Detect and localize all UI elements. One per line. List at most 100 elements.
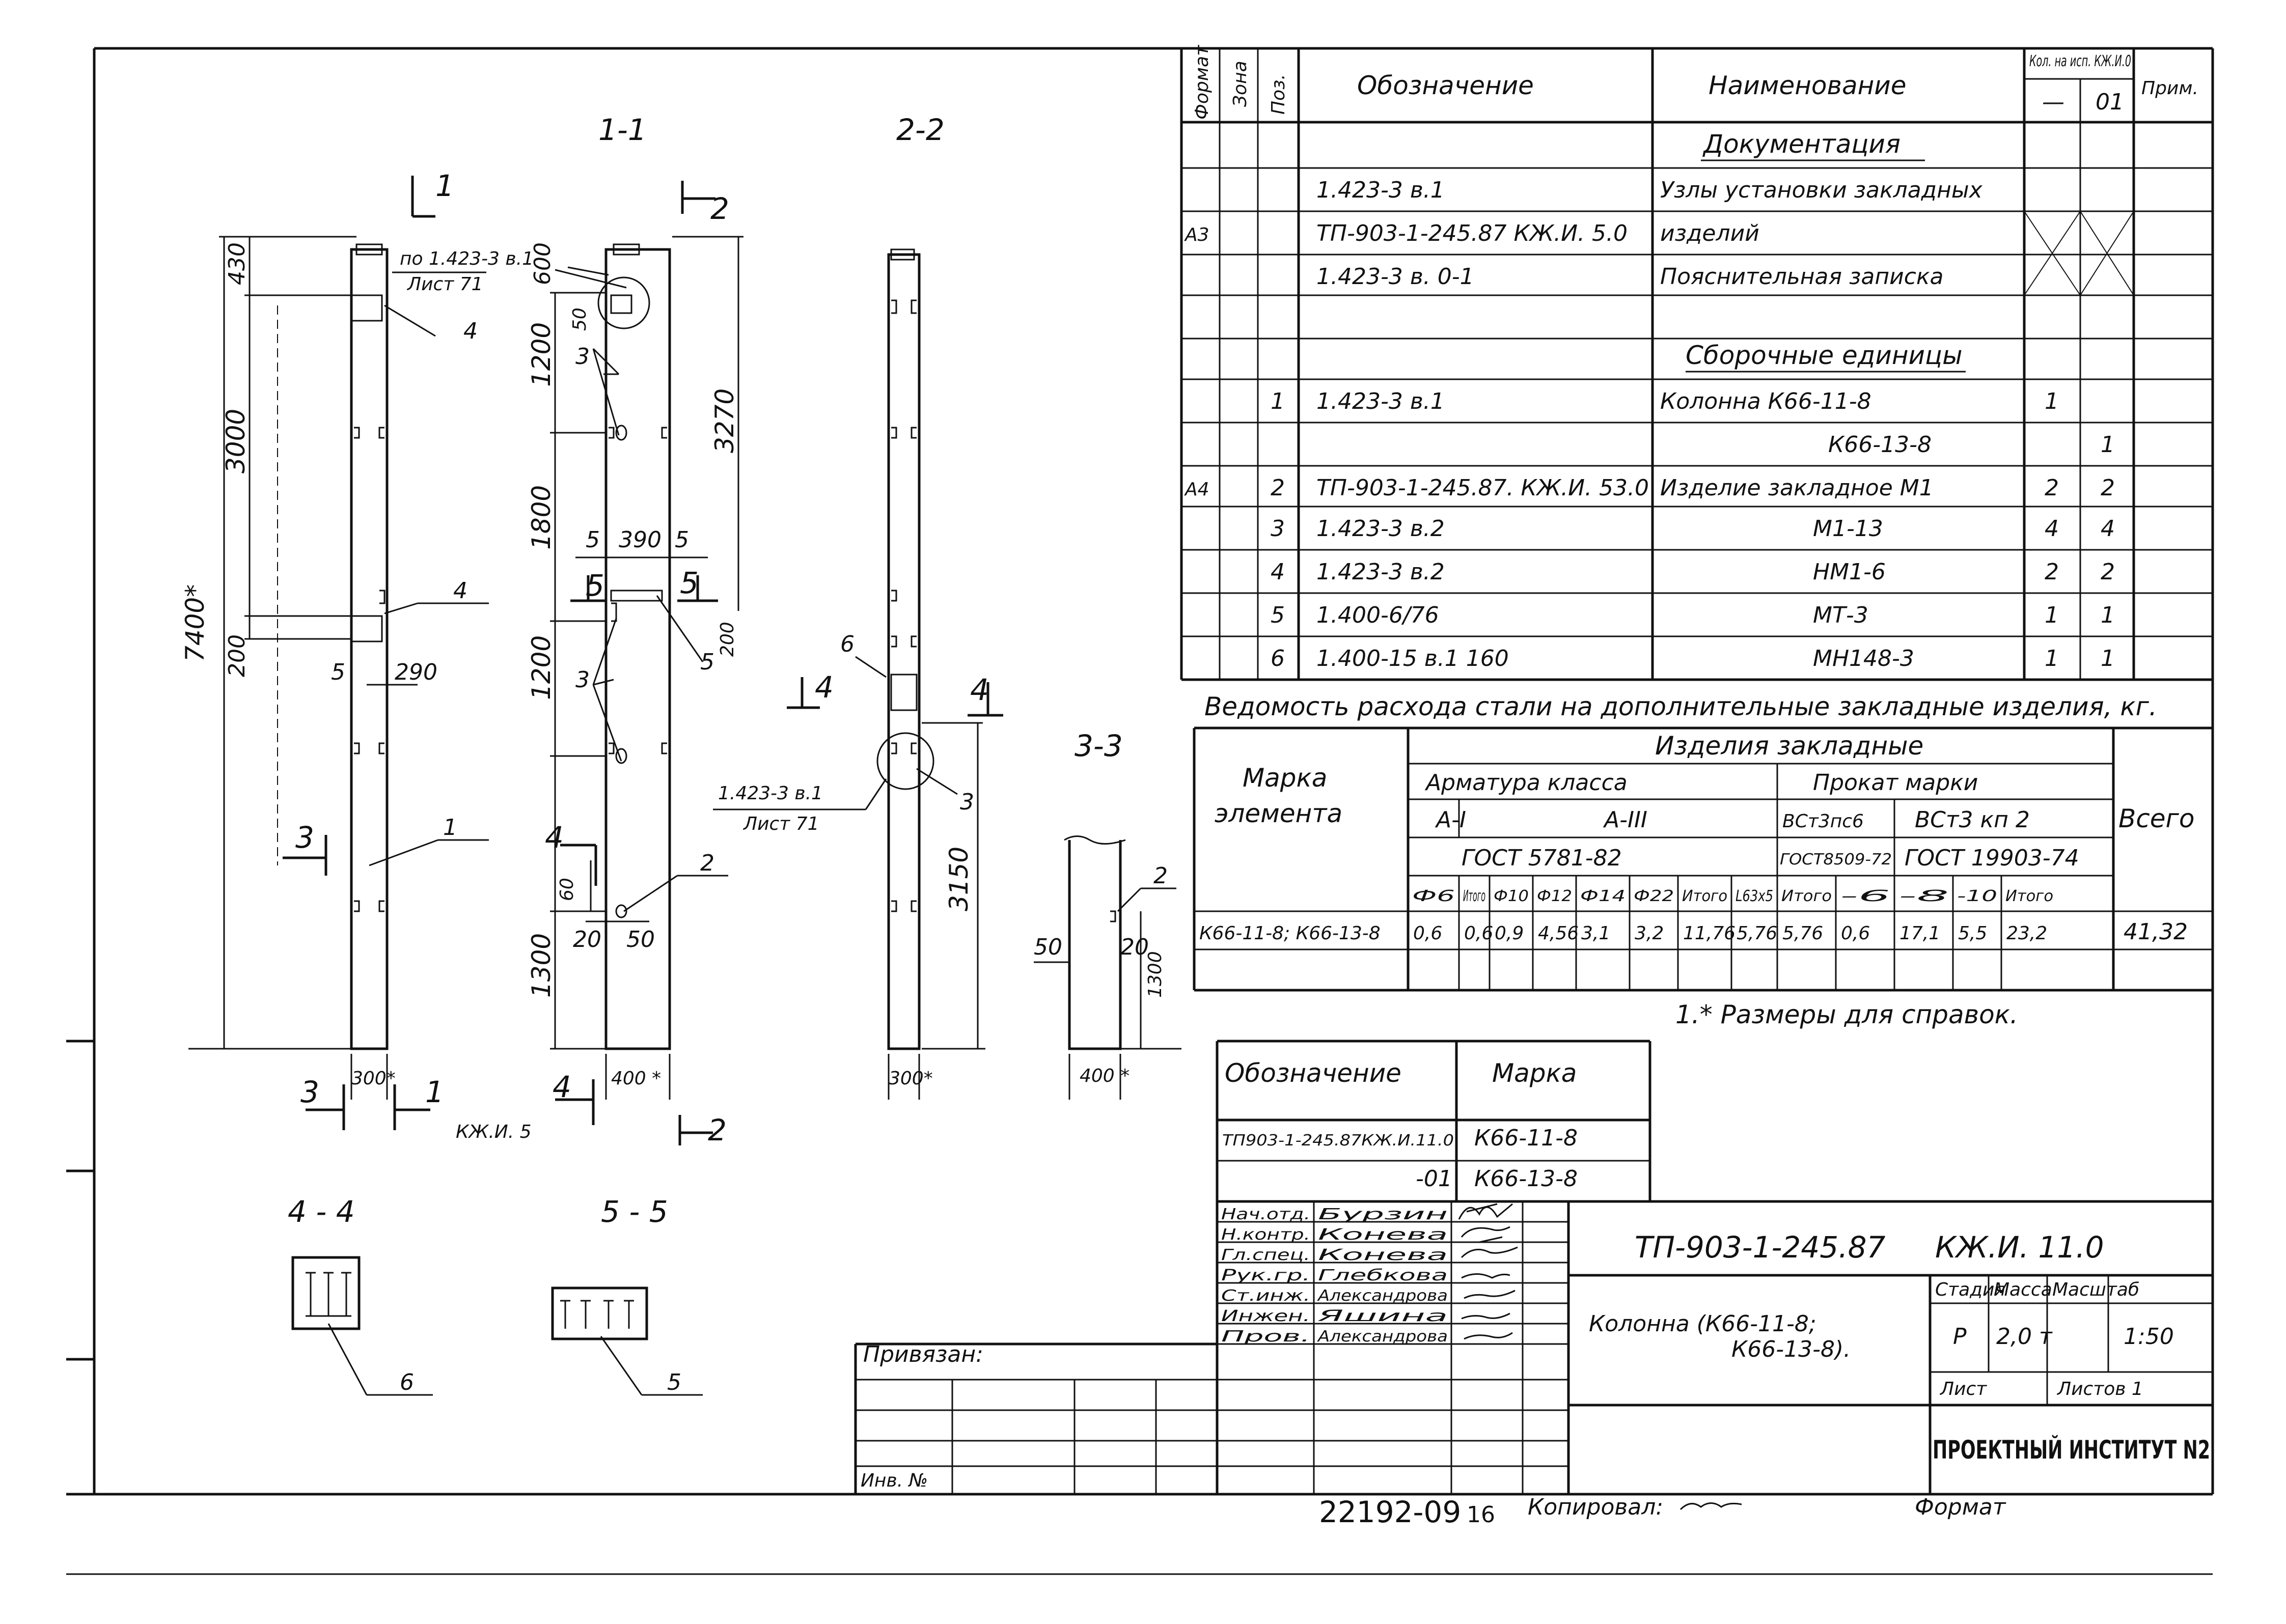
steel-row-value: 5,76 [1782,923,1823,944]
title-role-label: Гл.спец. [1221,1246,1310,1264]
column-view-1: 7400* 430 3000 200 5 290 300* по 1.423-3… [180,169,534,1142]
spec-row-qty-b: 2 [2101,559,2115,585]
steel-row-value: 17,1 [1899,923,1940,944]
spec-row-pos: 3 [1271,516,1285,542]
title-code: ТП-903-1-245.87 [1635,1230,1885,1265]
dim-3000: 3000 [221,409,251,473]
pos-2-label-b: 2 [1153,863,1168,889]
dim-3150: 3150 [944,847,974,911]
pos-4-label-b: 4 [453,578,467,604]
spec-row-format: А4 [1184,479,1209,500]
spec-row-designation: ТП-903-1-245.87 КЖ.И. 5.0 [1316,220,1628,246]
dim-600: 600 [530,242,556,285]
spec-row-qty-b: 1 [2101,602,2115,628]
steel-a3: А-III [1603,807,1647,833]
dim-50-b: 50 [626,927,655,953]
dim-50-a: 50 [569,307,590,331]
steel-row-total: 41,32 [2124,919,2188,945]
dim-1200-a: 1200 [527,322,556,387]
title-name-1: Колонна (К66-11-8; [1589,1311,1816,1337]
dim-1800: 1800 [527,485,556,550]
cut-2-top: 2 [710,191,729,226]
spec-row-designation: 1.400-6/76 [1316,602,1439,628]
cut-1-bottom: 1 [425,1075,444,1109]
title-block: Нач.отд.БурзинН.контр.КоневаГл.спец.Коне… [854,1200,2213,1529]
title-scale: 1:50 [2124,1324,2174,1350]
dim-400-b: 400 * [1080,1066,1130,1086]
section-view-4-4: 6 [291,1256,433,1396]
steel-subheader: Итого [1463,887,1485,905]
steel-subheader: -6 [1840,887,1890,905]
spec-row-name: МН148-3 [1813,646,1914,671]
cut-1-top: 1 [435,169,454,203]
section-1-1-label: 1-1 [598,113,647,147]
steel-vst3ps6: ВСт3пс6 [1782,811,1864,832]
spec-row-designation: 1.423-3 в.1 [1316,177,1445,203]
cut-4-sec22-left: 4 [815,670,834,705]
spec-row-designation: 1.423-3 в. 0-1 [1316,264,1474,290]
steel-subheader: Итого [2005,887,2053,905]
dim-200-b: 200 [717,622,738,657]
signatures-image [1458,1203,1518,1340]
title-sheet-code: КЖ.И. 11.0 [1935,1230,2104,1265]
spec-col-qty-b: 01 [2096,89,2124,115]
pos-5-label: 5 [700,649,714,675]
steel-embedded: Изделия закладные [1655,731,1923,761]
spec-col-zone: Зона [1230,61,1251,107]
steel-row-value: 0,9 [1495,923,1524,944]
node-ref-sheet-1: Лист 71 [406,274,483,295]
spec-row-designation: 1.423-3 в.1 [1316,388,1445,414]
title-role-label: Рук.гр. [1221,1267,1310,1284]
steel-rebar-class: Арматура класса [1424,770,1628,796]
dim-20-b: 20 [1120,934,1149,960]
title-name-2: К66-13-8). [1731,1336,1851,1362]
node-ref-sheet-2: Лист 71 [742,814,819,834]
title-role-name: Александрова [1317,1328,1448,1346]
cut-4-left: 4 [545,820,564,855]
title-archive-n: 16 [1467,1502,1495,1528]
spec-section-assembly: Сборочные единицы [1686,341,1963,370]
title-sheet-h: Лист [1939,1379,1987,1399]
cut-3-bottom: 3 [300,1075,319,1109]
steel-gost-19903: ГОСТ 19903-74 [1905,845,2079,871]
title-institute: ПРОЕКТНЫЙ ИНСТИТУТ N2 [1933,1435,2210,1465]
dim-390: 390 [619,527,662,553]
copied-signature-image [1679,1502,1742,1510]
cut-5-right: 5 [680,566,699,600]
spec-row-pos: 6 [1271,646,1285,671]
spec-col-pos: Поз. [1268,74,1289,115]
title-role-label: Н.контр. [1221,1226,1310,1244]
steel-subheader: Ф22 [1634,887,1674,905]
spec-row-pos: 4 [1271,559,1285,585]
spec-row-name: изделий [1660,220,1759,246]
dim-1200-b: 1200 [527,635,556,700]
spec-row-pos: 2 [1271,475,1285,501]
marks-r1-designation: ТП903-1-245.87КЖ.И.11.0 [1222,1132,1454,1150]
spec-row-name: К66-13-8 [1828,432,1932,458]
pos-5-label-b: 5 [667,1369,681,1395]
pos-3-label-c: 3 [960,789,974,815]
title-role-name: Конева [1318,1226,1448,1244]
dim-430: 430 [224,242,250,285]
cut-3-left: 3 [295,820,314,855]
title-role-name: Александрова [1317,1287,1448,1305]
title-role-label: Пров. [1221,1328,1310,1346]
steel-row-value: 5,5 [1958,923,1987,944]
steel-rolled-grade: Прокат марки [1813,770,1978,796]
spec-col-note: Прим. [2141,78,2198,99]
title-scale-h: Масштаб [2052,1279,2139,1300]
specification-table: Формат Зона Поз. Обозначение Наименовани… [1180,45,2213,681]
sheet-frame [66,47,2214,1575]
title-role-label: Ст.инж. [1221,1287,1310,1305]
steel-subheader: Ф12 [1537,887,1572,905]
title-mass-h: Масса [1994,1279,2052,1300]
steel-row-value: 0,6 [1413,923,1442,944]
steel-subheader: Итого [1781,887,1832,905]
spec-row-name: Колонна К66-11-8 [1660,388,1871,414]
spec-row-name: Изделие закладное М1 [1660,475,1934,501]
node-ref-1: по 1.423-3 в.1 [400,248,534,269]
spec-row-qty-a: 1 [2045,602,2059,628]
spec-row-name: Узлы установки закладных [1660,177,1983,203]
